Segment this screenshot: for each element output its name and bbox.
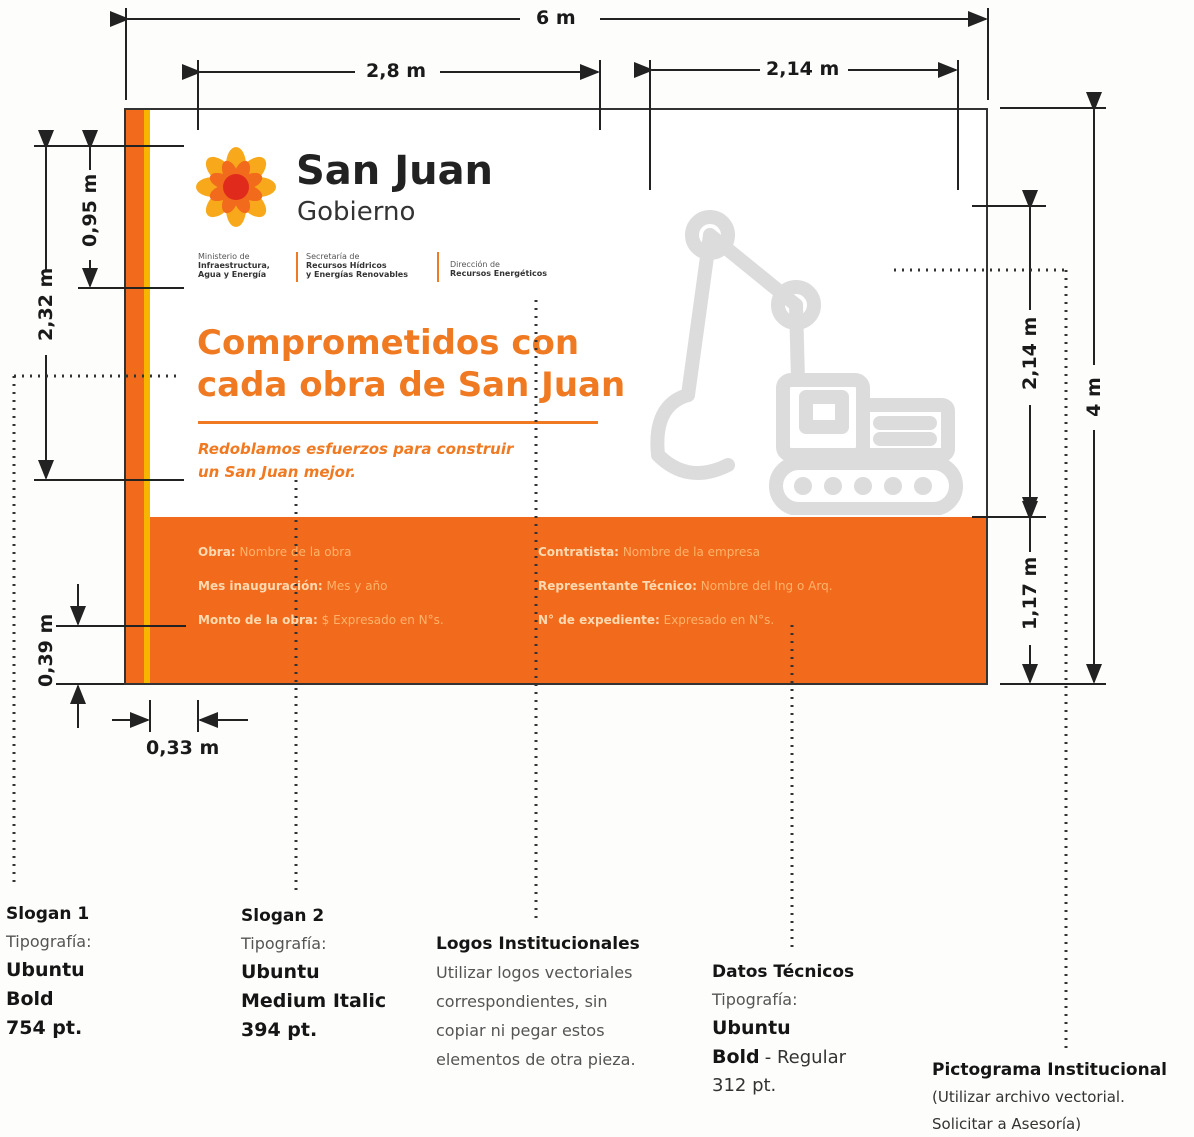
ministry-logo-3: Dirección de Recursos Energéticos [450, 260, 576, 278]
caption-font: Ubuntu [712, 1017, 791, 1039]
caption-sub: Tipografía: [6, 932, 92, 951]
ministry-1-line3: Agua y Energía [198, 270, 267, 279]
caption-weight: Medium Italic [241, 990, 387, 1012]
ministry-1-line1: Ministerio de [198, 252, 250, 261]
slogan-2: Redoblamos esfuerzos para construir un S… [198, 438, 513, 484]
ministry-2-line1: Secretaría de [306, 252, 360, 261]
san-juan-logo [196, 147, 276, 227]
left-yellow-stripe [144, 110, 150, 683]
tech-value: $ Expresado en N°s. [321, 613, 444, 627]
caption-line: Utilizar logos vectoriales [436, 963, 633, 982]
dim-bottom-margin: 0,39 m [35, 613, 57, 687]
dim-pictogram-width: 2,14 m [766, 58, 840, 80]
tech-value: Mes y año [326, 579, 388, 593]
caption-title: Slogan 2 [241, 906, 325, 926]
caption-logos: Logos Institucionales Utilizar logos vec… [436, 930, 696, 1074]
ministry-1-line2: Infraestructura, [198, 261, 270, 270]
tech-row-expediente: N° de expediente: Expresado en N°s. [538, 613, 774, 627]
slogan-2-line-1: Redoblamos esfuerzos para construir [198, 440, 514, 458]
slogan-1-line-2: cada obra de San Juan [197, 365, 626, 405]
dim-width-total: 6 m [536, 7, 576, 29]
tech-row-mes: Mes inauguración: Mes y año [198, 579, 388, 593]
technical-data-band [150, 517, 986, 683]
caption-weight-2: - Regular [764, 1047, 847, 1068]
slogan-2-line-2: un San Juan mejor. [198, 463, 356, 481]
caption-slogan-2: Slogan 2 Tipografía: Ubuntu Medium Itali… [241, 902, 421, 1045]
caption-title: Datos Técnicos [712, 962, 855, 982]
caption-size: 754 pt. [6, 1017, 83, 1039]
caption-line: copiar ni pegar estos [436, 1021, 605, 1040]
brand-name: San Juan [296, 148, 494, 194]
caption-sub: Tipografía: [241, 934, 327, 953]
ministry-3-line1: Dirección de [450, 260, 500, 269]
caption-size: 312 pt. [712, 1075, 777, 1096]
ministry-3-line2: Recursos Energéticos [450, 269, 548, 278]
dim-side-band: 0,33 m [146, 737, 220, 759]
brand-sub: Gobierno [297, 197, 416, 227]
caption-weight: Bold [6, 988, 54, 1010]
dim-tech-band-height: 1,17 m [1019, 556, 1041, 630]
tech-row-representante: Representante Técnico: Nombre del Ing o … [538, 579, 833, 593]
caption-title: Pictograma Institucional [932, 1060, 1168, 1080]
tech-label: Monto de la obra: [198, 613, 318, 627]
tech-value: Nombre de la empresa [622, 545, 760, 559]
tech-label: Representante Técnico: [538, 579, 697, 593]
dim-header-height: 2,32 m [35, 267, 57, 341]
caption-weight: Bold [712, 1046, 760, 1068]
caption-line: Solicitar a Asesoría) [932, 1115, 1082, 1133]
caption-line: elementos de otra pieza. [436, 1050, 636, 1069]
slogan-1-line-1: Comprometidos con [197, 323, 580, 363]
slogan-underline [198, 421, 598, 424]
tech-row-contratista: Contratista: Nombre de la empresa [538, 545, 760, 559]
dim-total-height: 4 m [1083, 377, 1105, 417]
tech-value: Expresado en N°s. [663, 613, 775, 627]
ministry-divider-2 [437, 252, 439, 282]
left-orange-band [126, 110, 144, 683]
tech-label: Obra: [198, 545, 236, 559]
caption-size: 394 pt. [241, 1019, 318, 1041]
caption-sub: Tipografía: [712, 990, 798, 1009]
flower-logo-icon [196, 147, 276, 227]
dim-logo-width: 2,8 m [366, 60, 427, 82]
caption-pictogram: Pictograma Institucional (Utilizar archi… [932, 1056, 1194, 1137]
dim-logo-height: 0,95 m [79, 173, 101, 247]
slogan-1: Comprometidos con cada obra de San Juan [197, 322, 626, 406]
caption-title: Slogan 1 [6, 904, 90, 924]
caption-weight-row: Bold - Regular [712, 1043, 922, 1072]
tech-label: Mes inauguración: [198, 579, 323, 593]
caption-line: (Utilizar archivo vectorial. [932, 1088, 1125, 1106]
excavator-pictogram-icon [650, 210, 963, 515]
tech-row-monto: Monto de la obra: $ Expresado en N°s. [198, 613, 444, 627]
caption-font: Ubuntu [241, 961, 320, 983]
tech-label: Contratista: [538, 545, 619, 559]
caption-title: Logos Institucionales [436, 934, 640, 954]
caption-font: Ubuntu [6, 959, 85, 981]
dim-pictogram-height: 2,14 m [1019, 316, 1041, 390]
ministry-divider-1 [296, 252, 298, 282]
ministry-logo-2: Secretaría de Recursos Hídricos y Energí… [306, 252, 432, 279]
tech-label: N° de expediente: [538, 613, 660, 627]
caption-tech: Datos Técnicos Tipografía: Ubuntu Bold -… [712, 958, 922, 1100]
ministry-2-line2: Recursos Hídricos [306, 261, 387, 270]
tech-value: Nombre del Ing o Arq. [700, 579, 833, 593]
ministry-logo-1: Ministerio de Infraestructura, Agua y En… [198, 252, 290, 279]
caption-slogan-1: Slogan 1 Tipografía: Ubuntu Bold 754 pt. [6, 900, 156, 1043]
caption-line: correspondientes, sin [436, 992, 608, 1011]
ministry-2-line3: y Energías Renovables [306, 270, 408, 279]
